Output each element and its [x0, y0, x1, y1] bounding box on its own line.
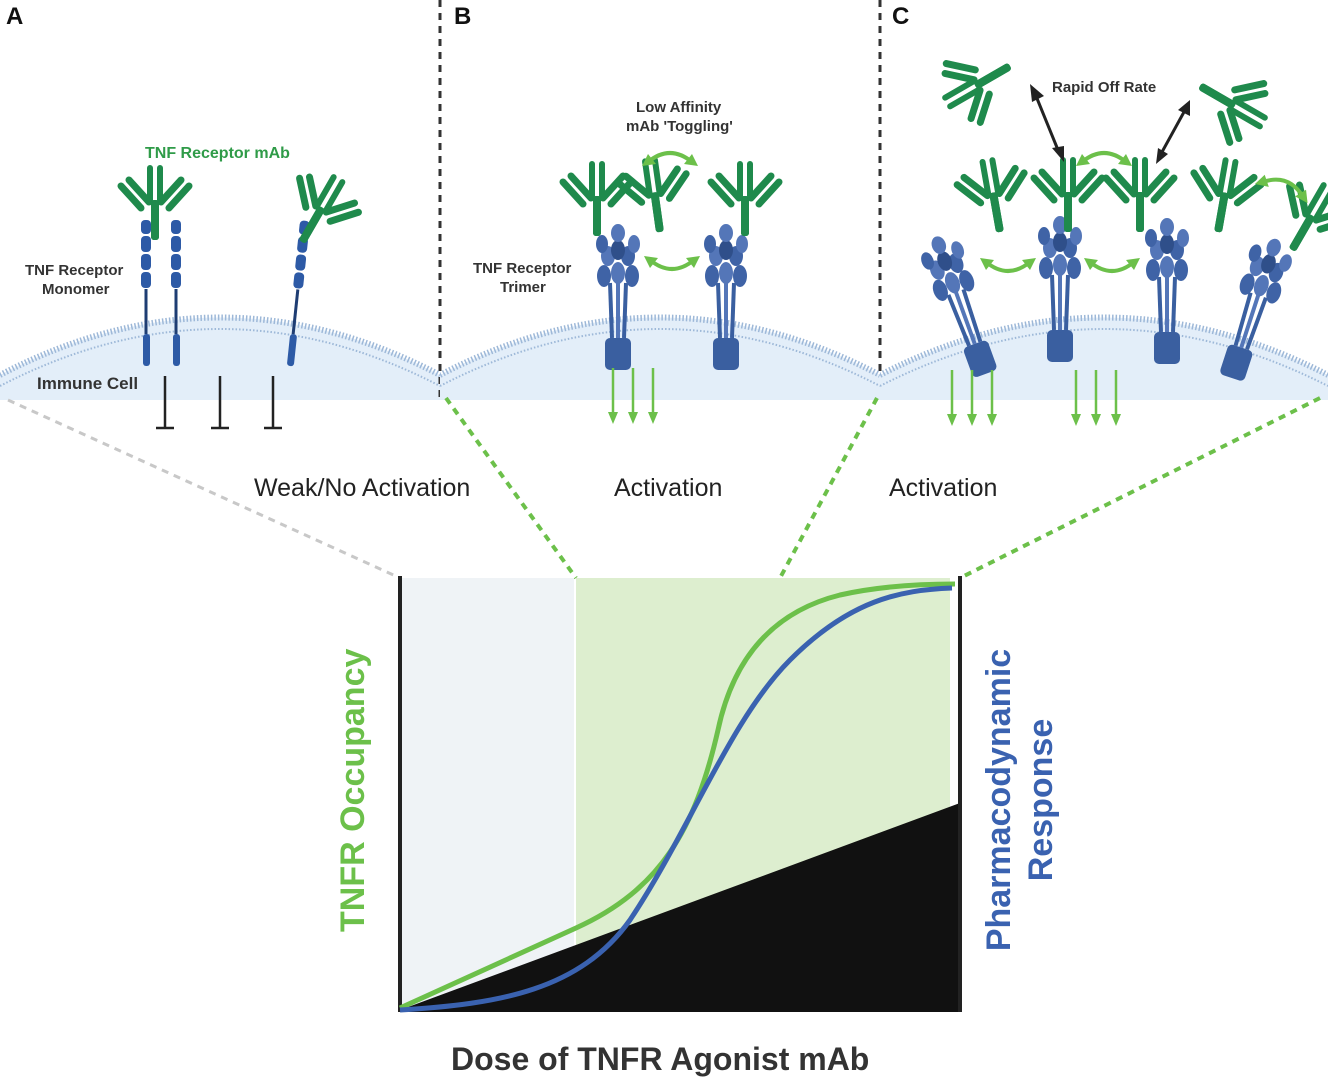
- baseline-wedge: [400, 803, 960, 1012]
- occupancy-curve: [398, 581, 956, 1011]
- antibody-icon: [563, 156, 779, 237]
- antibody-icon: [931, 37, 1328, 267]
- mab-label: TNF Receptor mAb: [145, 145, 290, 162]
- membrane-a: [0, 314, 440, 400]
- panel-a-letter: A: [6, 3, 23, 30]
- offrate-label: Rapid Off Rate: [1052, 79, 1156, 96]
- monomer-label-line1: TNF Receptor: [25, 262, 124, 279]
- monomer-label-line2: Monomer: [42, 281, 110, 298]
- membrane-b: [440, 314, 880, 400]
- offrate-arrow-icon: [1030, 84, 1190, 164]
- x-axis-label: Dose of TNFR Agonist mAb: [451, 1041, 869, 1077]
- toggle-label-line1: Low Affinity: [636, 99, 722, 116]
- panel-b: B Low Affinity mAb 'Toggling' TNF Recept…: [440, 3, 880, 502]
- trimer-label-line2: Trimer: [500, 279, 546, 296]
- panel-c: C Rapid Off Rate: [880, 3, 1328, 502]
- panel-a: A TNF Receptor mAb TNF Receptor Monomer …: [0, 3, 470, 502]
- y-left-label: TNFR Occupancy: [334, 649, 372, 932]
- antibody-icon: [121, 163, 367, 259]
- y-right-label-line2: Response: [1022, 719, 1060, 882]
- panel-c-outcome: Activation: [889, 474, 997, 502]
- inactive-zone: [402, 578, 574, 1010]
- membrane-c: [880, 314, 1328, 400]
- panel-b-outcome: Activation: [614, 474, 722, 502]
- toggle-arrow-icon: [640, 151, 702, 271]
- panel-c-letter: C: [892, 3, 909, 30]
- zoom-connectors: [7, 396, 1321, 580]
- y-right-label-line1: Pharmacodynamic: [980, 649, 1018, 951]
- panel-b-letter: B: [454, 3, 471, 30]
- toggle-label-line2: mAb 'Toggling': [626, 118, 733, 135]
- dose-response-graph: TNFR Occupancy Pharmacodynamic Response …: [334, 576, 1060, 1077]
- trimer-label-line1: TNF Receptor: [473, 260, 572, 277]
- response-curve: [399, 585, 953, 1013]
- immune-cell-label: Immune Cell: [37, 374, 138, 393]
- panel-a-outcome: Weak/No Activation: [254, 474, 470, 502]
